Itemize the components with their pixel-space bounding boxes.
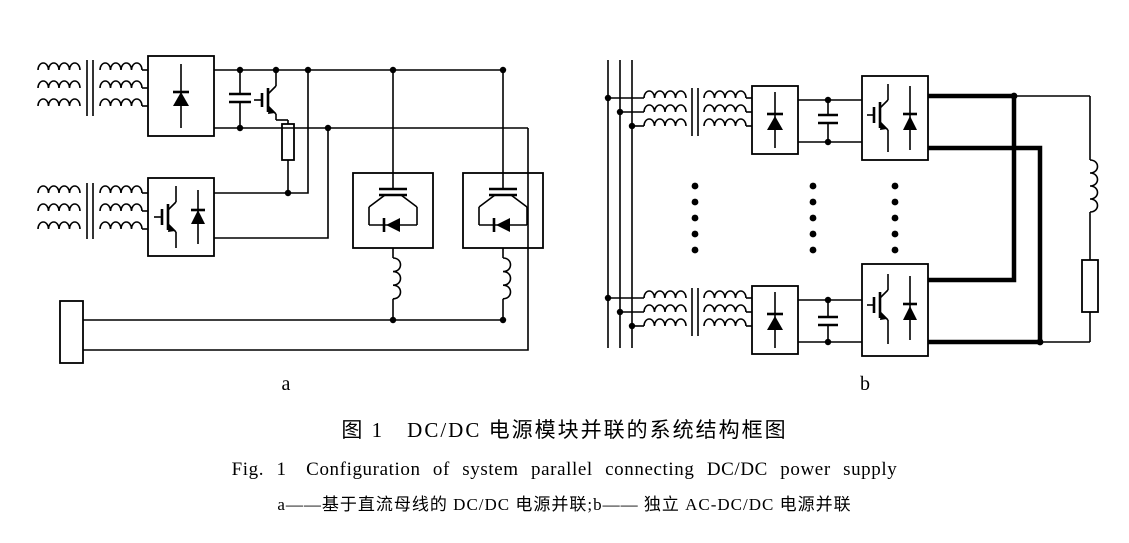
igbt-icon <box>254 70 277 120</box>
dc-link-capacitor-icon <box>818 300 838 342</box>
figure-caption-sub: a——基于直流母线的 DC/DC 电源并联;b—— 独立 AC-DC/DC 电源… <box>277 495 852 514</box>
load-inductor-icon <box>1089 159 1099 213</box>
converter-box <box>861 75 929 161</box>
figure-caption-en: Fig. 1 Configuration of system parallel … <box>231 459 898 480</box>
acdc-module-bottom <box>608 263 929 357</box>
dcdc-module <box>352 172 434 249</box>
dc-bus <box>214 69 528 129</box>
battery-load-icon <box>59 300 84 364</box>
three-phase-transformer-icon <box>37 60 148 116</box>
three-phase-transformer-icon <box>643 88 752 136</box>
ac-bus <box>607 60 633 348</box>
rectifier-box <box>751 285 799 355</box>
parallel-output-bus <box>928 93 1043 345</box>
module-feeders <box>392 70 504 173</box>
diagram-a: a <box>37 55 544 395</box>
figure-caption-cn: 图 1 DC/DC 电源模块并联的系统结构框图 <box>341 418 788 442</box>
dc-bus-capacitor-icon <box>229 70 251 128</box>
brake-resistor-icon <box>276 119 295 193</box>
junction-dots <box>604 92 1044 346</box>
three-phase-transformer-icon <box>643 288 752 336</box>
panel-a-label: a <box>282 373 291 395</box>
converter-box <box>147 177 215 257</box>
diagram-b: b <box>604 60 1099 395</box>
three-phase-transformer-icon <box>37 183 148 239</box>
acdc-module-top <box>608 75 929 161</box>
dcdc-module <box>462 172 544 249</box>
ellipsis-dots <box>691 182 899 254</box>
panel-b-label: b <box>860 373 870 395</box>
figure-captions: 图 1 DC/DC 电源模块并联的系统结构框图 Fig. 1 Configura… <box>0 410 1129 515</box>
converter-box <box>861 263 929 357</box>
junction-dots <box>236 66 507 324</box>
filter-inductor-icon <box>392 248 402 320</box>
converter-output-wires <box>214 70 329 239</box>
rectifier-box <box>751 85 799 155</box>
load-branch <box>1014 95 1099 343</box>
dc-link-capacitor-icon <box>818 100 838 142</box>
filter-inductor-icon <box>502 248 512 320</box>
rectifier-box <box>147 55 215 137</box>
load-resistor-icon <box>1081 259 1099 313</box>
output-bus <box>83 128 529 351</box>
